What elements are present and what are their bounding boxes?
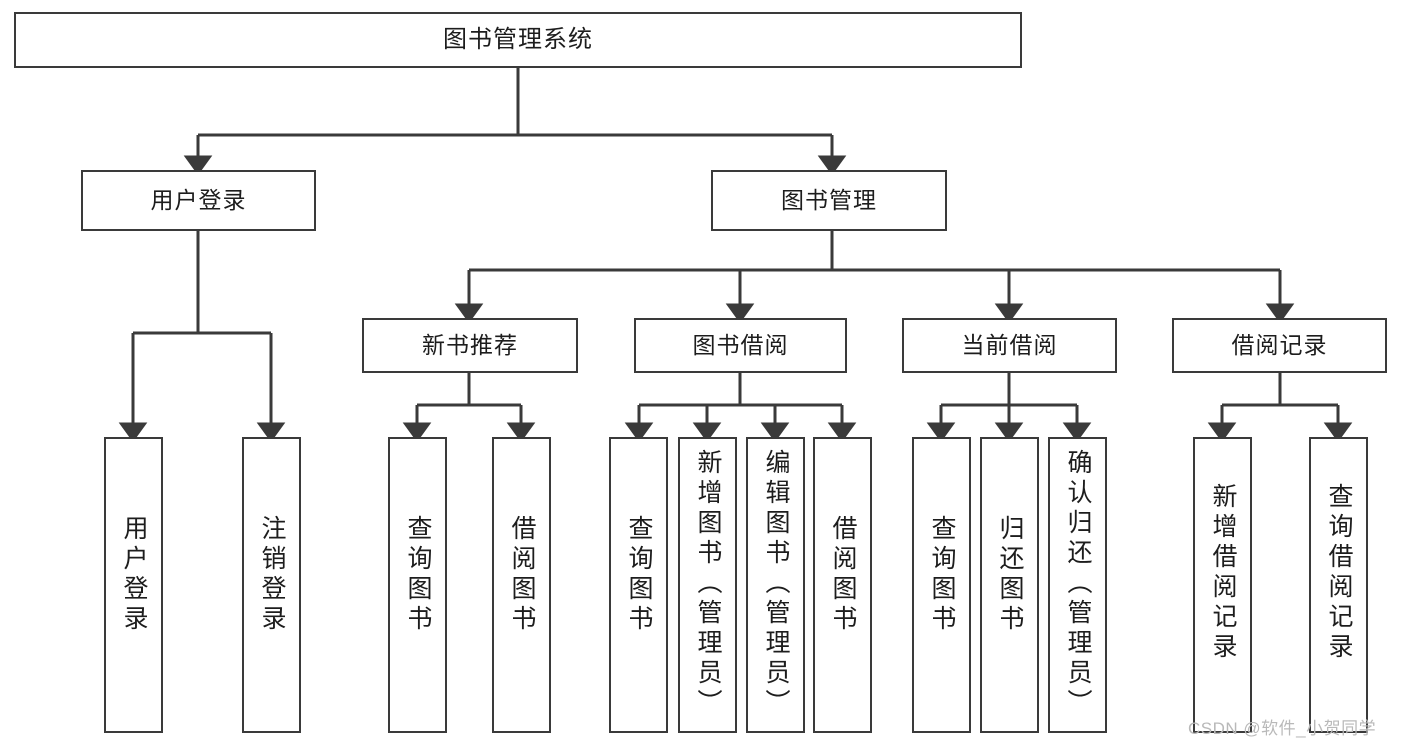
leaf-add-book-label: 新增图书（管理员）: [694, 449, 722, 719]
node-book-borrow-label: 图书借阅: [692, 331, 789, 358]
leaf-query-book-3-label: 查询图书: [928, 515, 956, 635]
leaf-add-book[interactable]: 新增图书（管理员）: [678, 437, 737, 733]
node-root-label: 图书管理系统: [443, 25, 593, 53]
node-current-borrow-label: 当前借阅: [961, 331, 1058, 358]
leaf-borrow-book-2[interactable]: 借阅图书: [813, 437, 872, 733]
leaf-query-book-2-label: 查询图书: [625, 515, 653, 635]
node-new-book-rec-label: 新书推荐: [422, 331, 518, 358]
leaf-confirm-return-label: 确认归还（管理员）: [1064, 449, 1092, 719]
leaf-query-book-1-label: 查询图书: [404, 515, 432, 635]
leaf-logout[interactable]: 注销登录: [242, 437, 301, 733]
leaf-edit-book[interactable]: 编辑图书（管理员）: [746, 437, 805, 733]
node-new-book-rec[interactable]: 新书推荐: [362, 318, 578, 373]
node-user-login-label: 用户登录: [150, 186, 247, 213]
node-book-borrow[interactable]: 图书借阅: [634, 318, 847, 373]
leaf-query-record[interactable]: 查询借阅记录: [1309, 437, 1368, 733]
node-book-manage-label: 图书管理: [781, 186, 877, 213]
leaf-confirm-return[interactable]: 确认归还（管理员）: [1048, 437, 1107, 733]
leaf-borrow-book-1-label: 借阅图书: [508, 515, 536, 635]
node-root[interactable]: 图书管理系统: [14, 12, 1022, 68]
leaf-query-book-2[interactable]: 查询图书: [609, 437, 668, 733]
leaf-borrow-book-1[interactable]: 借阅图书: [492, 437, 551, 733]
leaf-query-book-3[interactable]: 查询图书: [912, 437, 971, 733]
node-user-login[interactable]: 用户登录: [81, 170, 316, 231]
leaf-return-book[interactable]: 归还图书: [980, 437, 1039, 733]
node-borrow-record[interactable]: 借阅记录: [1172, 318, 1387, 373]
leaf-user-login-label: 用户登录: [120, 515, 148, 635]
leaf-borrow-book-2-label: 借阅图书: [829, 515, 857, 635]
csdn-watermark: CSDN @软件_小贺同学: [1188, 719, 1377, 738]
leaf-query-record-label: 查询借阅记录: [1325, 483, 1353, 663]
node-current-borrow[interactable]: 当前借阅: [902, 318, 1117, 373]
leaf-add-record-label: 新增借阅记录: [1209, 483, 1237, 663]
leaf-logout-label: 注销登录: [258, 515, 286, 635]
leaf-return-book-label: 归还图书: [996, 515, 1024, 635]
node-book-manage[interactable]: 图书管理: [711, 170, 947, 231]
leaf-add-record[interactable]: 新增借阅记录: [1193, 437, 1252, 733]
leaf-user-login[interactable]: 用户登录: [104, 437, 163, 733]
leaf-query-book-1[interactable]: 查询图书: [388, 437, 447, 733]
leaf-edit-book-label: 编辑图书（管理员）: [762, 449, 790, 719]
node-borrow-record-label: 借阅记录: [1231, 331, 1328, 358]
